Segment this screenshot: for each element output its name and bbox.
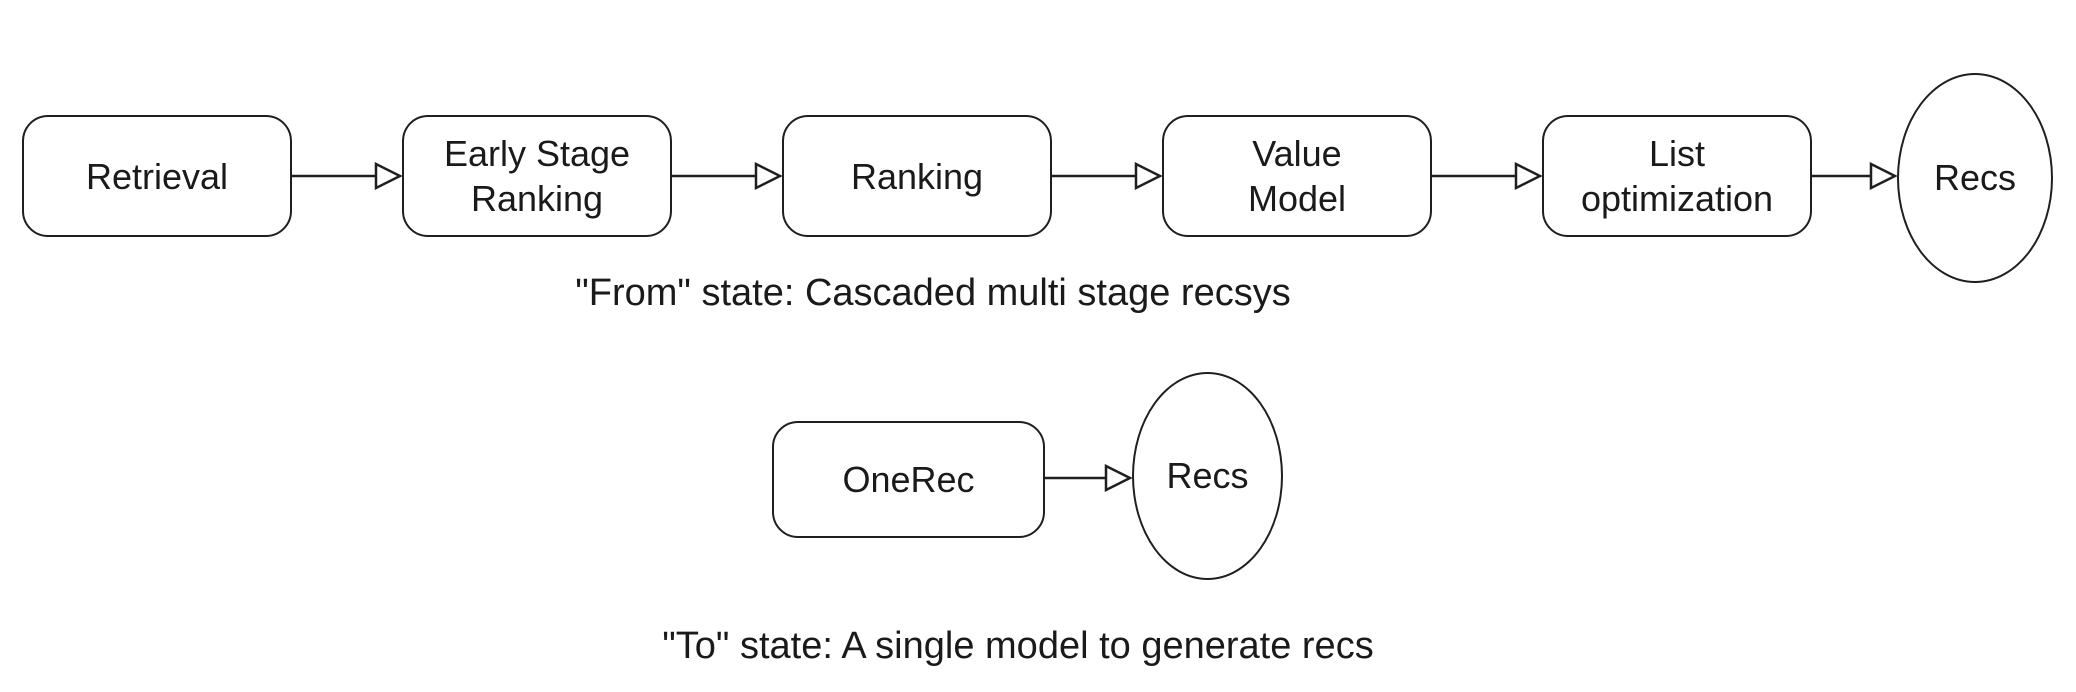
node-onerec-label: OneRec — [842, 459, 975, 500]
node-recs-cascaded: Recs — [1897, 73, 2053, 283]
node-ranking: Ranking — [782, 115, 1052, 237]
node-list-optimization: List optimization — [1542, 115, 1812, 237]
node-recs-onerec-label: Recs — [1166, 455, 1249, 496]
caption-from-state: "From" state: Cascaded multi stage recsy… — [575, 272, 1291, 314]
node-list-optimization-label: List optimization — [1580, 133, 1774, 219]
node-recs-onerec: Recs — [1132, 372, 1283, 580]
arrow-list-optimization-to-recs — [1812, 162, 1897, 190]
caption-to-state: "To" state: A single model to generate r… — [662, 625, 1374, 667]
node-value-model-label: Value Model — [1247, 133, 1347, 219]
node-ranking-label: Ranking — [850, 155, 984, 197]
arrow-early-stage-to-ranking — [672, 162, 782, 190]
node-early-stage-ranking: Early Stage Ranking — [402, 115, 672, 237]
node-early-stage-ranking-label: Early Stage Ranking — [443, 133, 631, 219]
node-value-model: Value Model — [1162, 115, 1432, 237]
node-recs-cascaded-label: Recs — [1933, 157, 2017, 198]
arrow-retrieval-to-early-stage — [292, 162, 402, 190]
node-retrieval-label: Retrieval — [85, 155, 229, 197]
node-onerec: OneRec — [772, 421, 1045, 538]
node-retrieval: Retrieval — [22, 115, 292, 237]
arrow-ranking-to-value-model — [1052, 162, 1162, 190]
arrow-onerec-to-recs — [1045, 464, 1132, 492]
arrow-value-model-to-list-optimization — [1432, 162, 1542, 190]
